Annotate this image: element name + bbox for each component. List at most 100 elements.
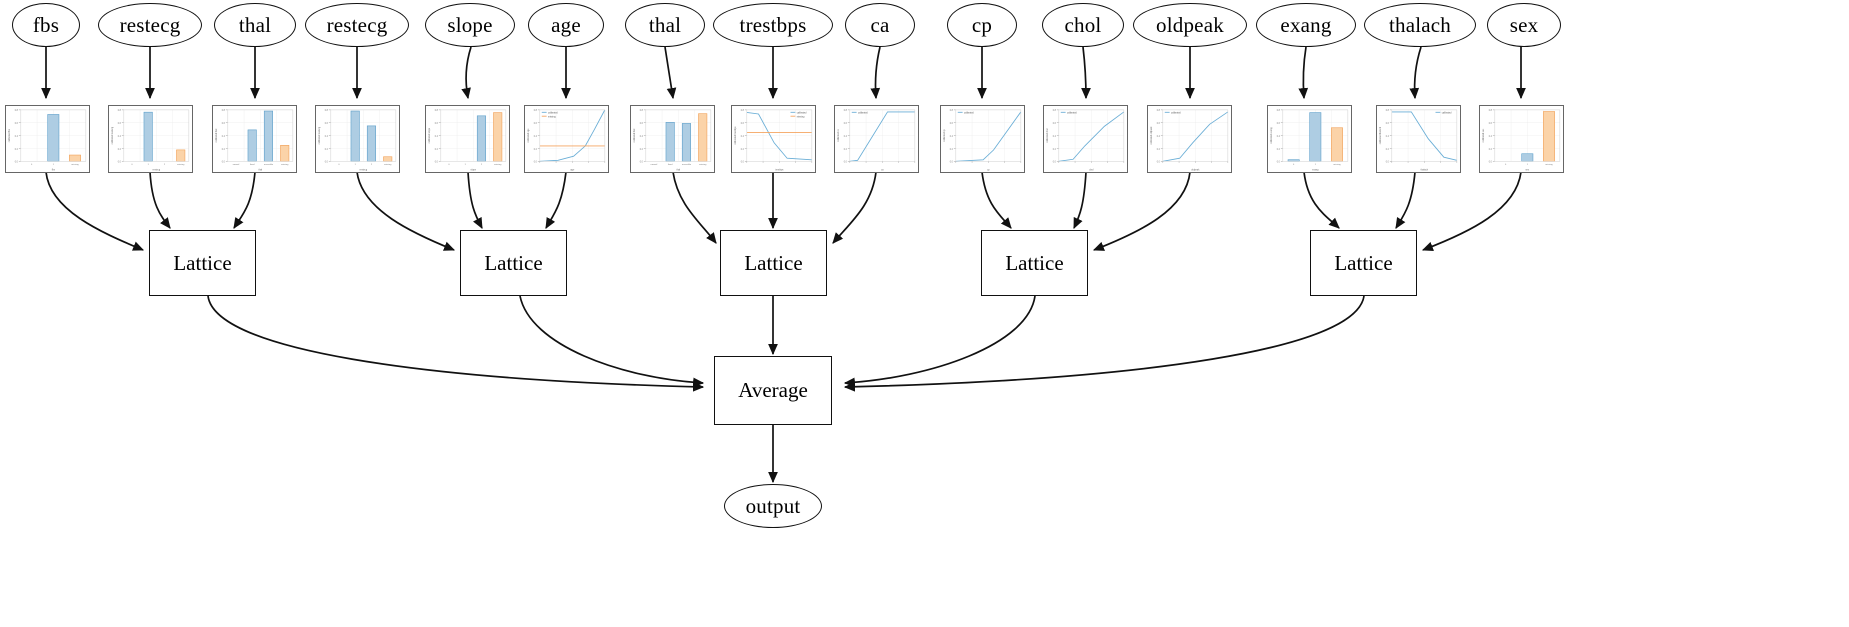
svg-text:fixed: fixed (250, 164, 255, 166)
svg-text:reversible: reversible (264, 163, 274, 166)
svg-text:0.6: 0.6 (1053, 123, 1057, 125)
svg-text:0: 0 (131, 164, 133, 166)
svg-text:0.2: 0.2 (1157, 149, 1161, 151)
input-node-ca[interactable]: ca (845, 3, 915, 47)
svg-text:thal: thal (258, 169, 262, 172)
svg-text:missing: missing (281, 164, 289, 166)
svg-text:0.4: 0.4 (844, 136, 848, 138)
input-node-fbs[interactable]: fbs (12, 3, 80, 47)
svg-text:0.0: 0.0 (1157, 162, 1161, 164)
svg-text:0.6: 0.6 (741, 123, 745, 125)
svg-text:calibrated: calibrated (858, 111, 868, 114)
svg-text:0.2: 0.2 (1489, 149, 1493, 151)
svg-text:calibrated trestbps: calibrated trestbps (734, 126, 737, 145)
svg-text:2: 2 (164, 164, 166, 166)
svg-text:0.2: 0.2 (1277, 149, 1281, 151)
svg-text:missing: missing (699, 164, 707, 166)
input-node-trestbps[interactable]: trestbps (713, 3, 833, 47)
svg-text:0.0: 0.0 (435, 162, 439, 164)
input-node-thal-1[interactable]: thal (214, 3, 296, 47)
input-node-exang[interactable]: exang (1256, 3, 1356, 47)
input-node-chol[interactable]: chol (1042, 3, 1124, 47)
svg-text:calibrated sex: calibrated sex (1482, 128, 1485, 143)
svg-text:0.0: 0.0 (325, 162, 329, 164)
input-node-cp[interactable]: cp (947, 3, 1017, 47)
svg-text:calibrated: calibrated (797, 111, 807, 114)
svg-text:missing: missing (1333, 164, 1341, 166)
svg-text:0.6: 0.6 (118, 123, 122, 125)
input-node-oldpeak[interactable]: oldpeak (1133, 3, 1247, 47)
svg-text:0.0: 0.0 (950, 162, 954, 164)
input-label: restecg (119, 12, 181, 37)
lattice-node-1[interactable]: Lattice (460, 230, 567, 296)
svg-text:restecg: restecg (153, 169, 161, 172)
svg-text:missing: missing (177, 164, 185, 166)
input-node-restecg-2[interactable]: restecg (305, 3, 409, 47)
input-node-sex[interactable]: sex (1487, 3, 1561, 47)
lattice-node-2[interactable]: Lattice (720, 230, 827, 296)
lattice-label: Lattice (484, 250, 543, 275)
input-node-restecg-1[interactable]: restecg (98, 3, 202, 47)
svg-text:0.8: 0.8 (222, 110, 226, 112)
lattice-label: Lattice (744, 250, 803, 275)
svg-text:0.4: 0.4 (222, 136, 226, 138)
svg-text:calibrated restecg: calibrated restecg (318, 126, 321, 144)
svg-text:0.0: 0.0 (1277, 162, 1281, 164)
svg-text:0.0: 0.0 (222, 162, 226, 164)
svg-text:0.0: 0.0 (1489, 162, 1493, 164)
svg-text:0.0: 0.0 (534, 162, 538, 164)
svg-text:0.8: 0.8 (741, 110, 745, 112)
input-node-thal-2[interactable]: thal (625, 3, 705, 47)
lattice-node-3[interactable]: Lattice (981, 230, 1088, 296)
lattice-node-4[interactable]: Lattice (1310, 230, 1417, 296)
svg-text:calibrated: calibrated (1442, 111, 1452, 114)
svg-text:0.0: 0.0 (1386, 162, 1390, 164)
svg-text:0.2: 0.2 (950, 149, 954, 151)
lattice-node-0[interactable]: Lattice (149, 230, 256, 296)
input-label: ca (870, 12, 890, 37)
average-node[interactable]: Average (714, 356, 832, 425)
svg-text:1: 1 (53, 164, 55, 166)
lattice-label: Lattice (1334, 250, 1393, 275)
svg-text:0.2: 0.2 (640, 149, 644, 151)
svg-text:0.8: 0.8 (1157, 110, 1161, 112)
svg-text:calibrated slope: calibrated slope (428, 127, 431, 143)
output-node[interactable]: output (724, 484, 822, 528)
svg-text:0.6: 0.6 (950, 123, 954, 125)
svg-text:0.4: 0.4 (1489, 136, 1493, 138)
svg-text:0.8: 0.8 (1277, 110, 1281, 112)
input-node-slope[interactable]: slope (425, 3, 515, 47)
svg-text:0: 0 (31, 164, 33, 166)
output-label: output (745, 493, 801, 518)
svg-text:0.6: 0.6 (222, 123, 226, 125)
svg-text:0.8: 0.8 (1489, 110, 1493, 112)
svg-text:0.8: 0.8 (15, 110, 19, 112)
svg-text:calibrated oldpeak: calibrated oldpeak (1150, 126, 1153, 145)
svg-text:calibrated ca: calibrated ca (837, 129, 840, 142)
svg-text:0.2: 0.2 (741, 149, 745, 151)
svg-text:0.0: 0.0 (640, 162, 644, 164)
svg-text:0.8: 0.8 (1386, 110, 1390, 112)
svg-text:1: 1 (1527, 164, 1529, 166)
input-label: age (551, 12, 581, 37)
svg-text:restecg: restecg (360, 169, 368, 172)
input-node-thalach[interactable]: thalach (1364, 3, 1476, 47)
input-node-age[interactable]: age (528, 3, 604, 47)
svg-text:oldpeak: oldpeak (1191, 170, 1200, 172)
